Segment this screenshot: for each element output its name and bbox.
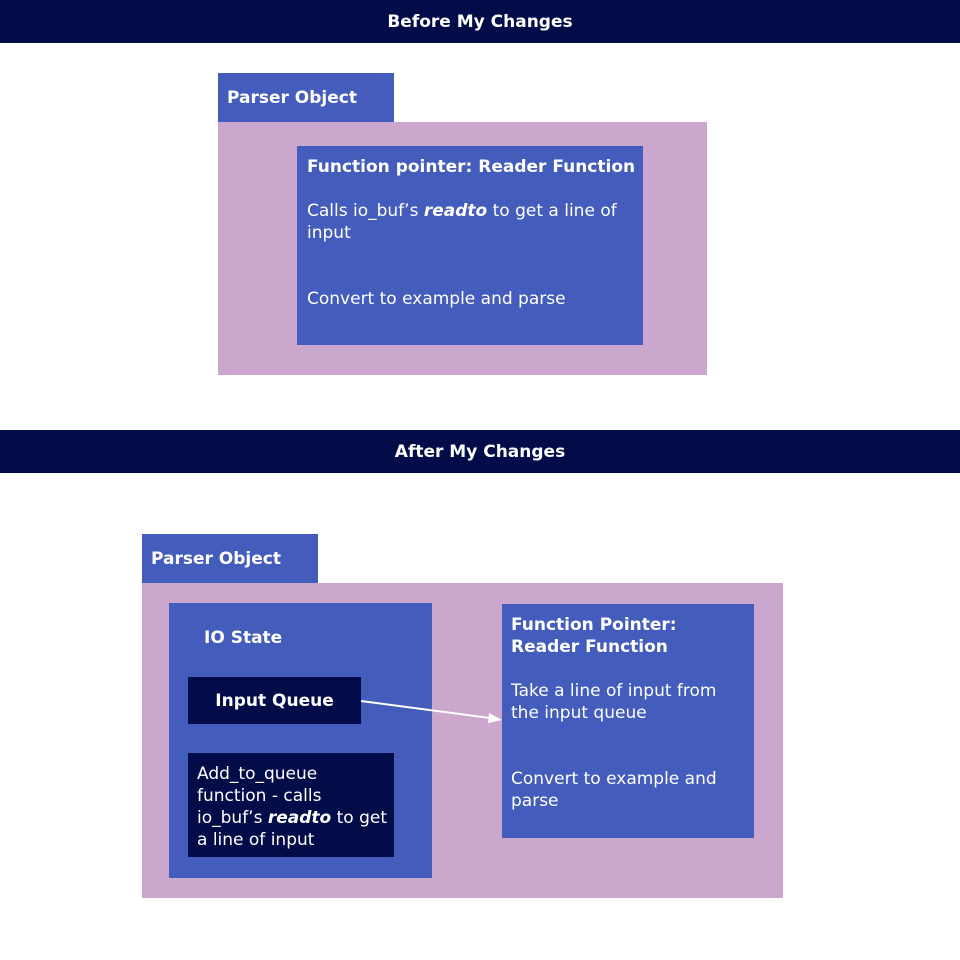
before-parser-object-label: Parser Object bbox=[227, 88, 357, 108]
before-reader-function-line2: Convert to example and parse bbox=[307, 289, 566, 309]
after-banner: After My Changes bbox=[0, 430, 960, 473]
add-to-queue-text: Add_to_queue function - calls io_buf’s r… bbox=[197, 764, 388, 850]
after-readto-keyword: readto bbox=[267, 808, 332, 828]
before-readto-keyword: readto bbox=[423, 201, 488, 221]
input-queue-box: Input Queue bbox=[188, 677, 361, 724]
after-banner-title: After My Changes bbox=[394, 441, 566, 462]
after-reader-function-line2: Convert to example and parse bbox=[511, 769, 717, 811]
before-banner: Before My Changes bbox=[0, 0, 960, 43]
before-reader-function-title: Function pointer: Reader Function bbox=[307, 157, 636, 177]
after-parser-object-tab: Parser Object bbox=[142, 534, 318, 584]
before-reader-function-box: Function pointer: Reader Function Calls … bbox=[297, 146, 643, 345]
add-to-queue-box: Add_to_queue function - calls io_buf’s r… bbox=[188, 753, 394, 857]
input-queue-label: Input Queue bbox=[215, 690, 334, 711]
after-reader-function-box: Function Pointer: Reader Function Take a… bbox=[502, 604, 754, 838]
io-state-title: IO State bbox=[204, 628, 283, 648]
before-parser-object-tab: Parser Object bbox=[218, 73, 394, 123]
before-banner-title: Before My Changes bbox=[387, 11, 573, 32]
after-reader-function-title: Function Pointer: Reader Function bbox=[511, 615, 677, 657]
after-parser-object-label: Parser Object bbox=[151, 549, 281, 569]
before-reader-function-line1: Calls io_buf’s readto to get a line of i… bbox=[307, 201, 617, 243]
after-reader-function-line1: Take a line of input from the input queu… bbox=[511, 681, 717, 723]
